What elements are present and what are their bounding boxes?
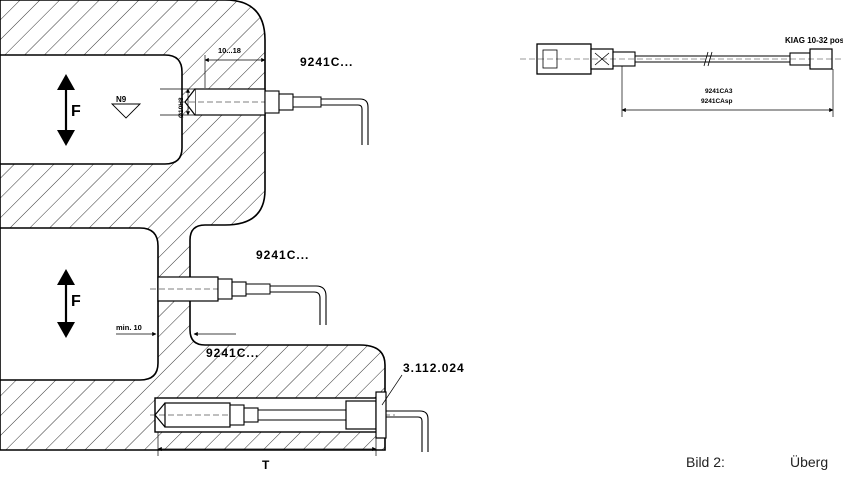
surface-finish-label: N9 [116,95,127,104]
dim-T [157,432,377,456]
figure-caption: Überg [790,453,828,470]
surface-finish-symbol [110,103,142,119]
accessory-leader [381,374,403,406]
accessory-label: 3.112.024 [403,361,465,375]
dim-bore-label: Ø10H8 [178,97,185,118]
force-arrow-top: F [57,74,81,146]
force-label-top: F [71,103,81,120]
force-arrow-mid: F [57,269,81,338]
dim-min10-label: min. 10 [116,323,142,332]
cable-label-2: 9241CAsp [701,98,732,105]
cable-label-1: 9241CA3 [705,88,733,95]
force-label-mid: F [71,293,81,310]
dim-10-18 [204,55,266,88]
cable-dimension [621,66,834,117]
sensor-mid-label: 9241C... [256,248,309,262]
sensor-top-label: 9241C... [300,55,353,69]
dim-T-label: T [262,458,270,472]
dim-bore [160,88,195,116]
sensor-mid [150,276,327,325]
sensor-top [180,88,369,145]
sensor-bottom [150,391,429,452]
cable-assembly [520,43,843,75]
figure-number: Bild 2: [686,454,725,470]
connector-label: KIAG 10-32 pos [785,36,843,45]
dim-10-18-label: 10...18 [218,46,241,55]
sensor-bottom-label: 9241C... [206,346,259,360]
